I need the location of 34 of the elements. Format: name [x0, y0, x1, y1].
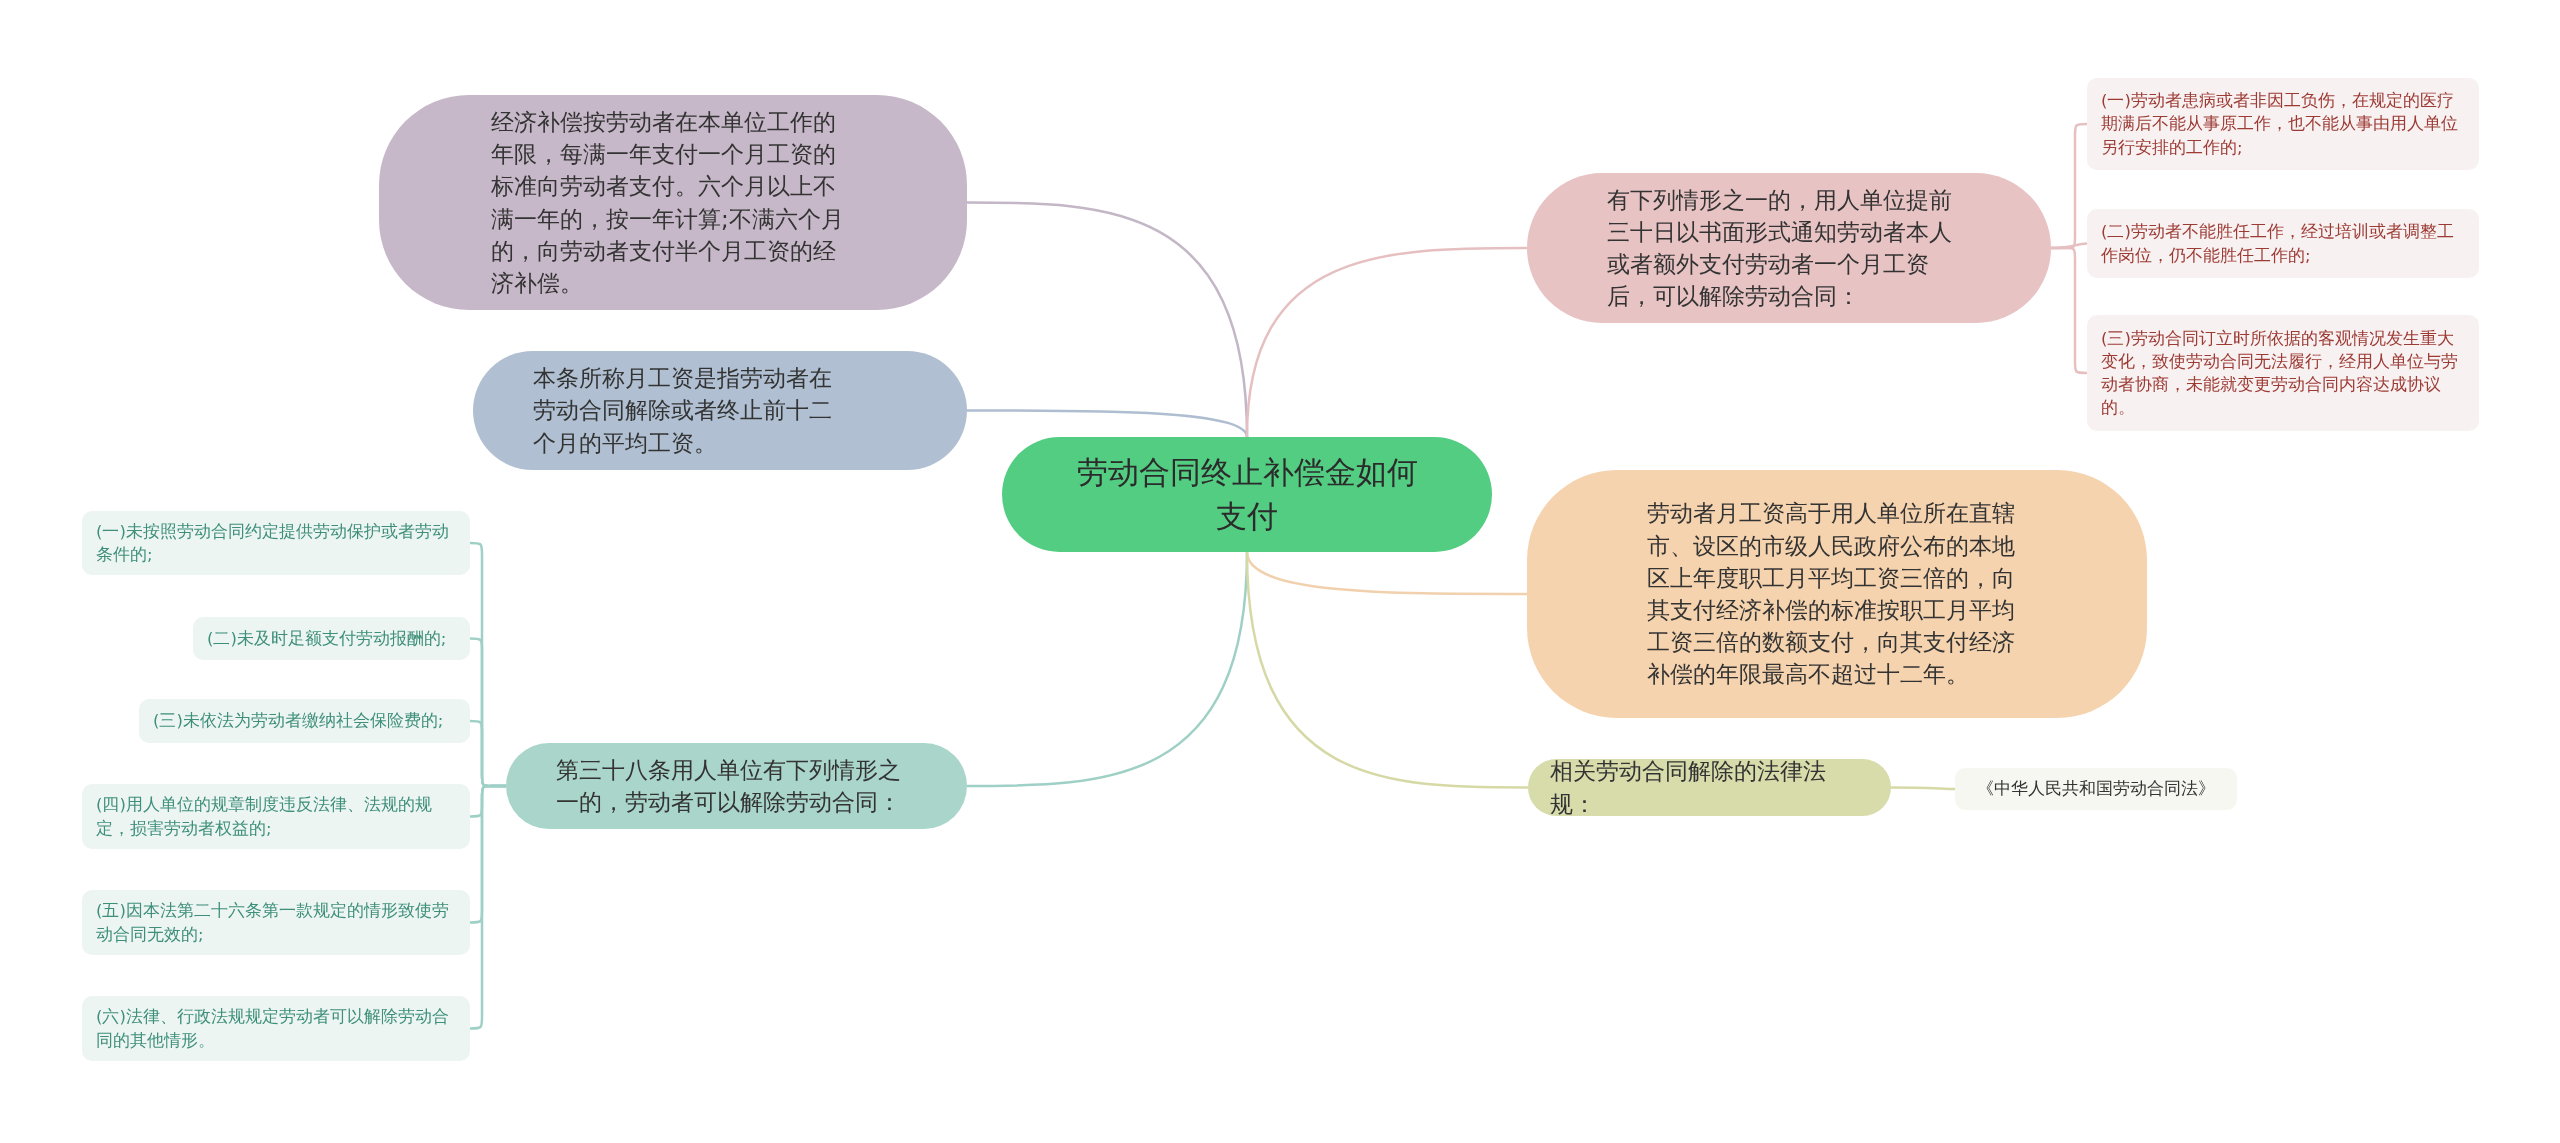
topic-text: (四)用人单位的规章制度违反法律、法规的规定，损害劳动者权益的; — [96, 794, 433, 840]
subtopic-box — [139, 699, 470, 743]
topic-text: (三)劳动合同订立时所依据的客观情况发生重大变化，致使劳动合同无法履行，经用人单位与劳动者协商，未能就变更劳动合同内容达成协议的。 — [2101, 327, 2459, 420]
topic-text: (六)法律、行政法规规定劳动者可以解除劳动合同的其他情形。 — [96, 1006, 450, 1052]
subtopic-box — [2087, 315, 2479, 431]
subtopic-box — [82, 784, 470, 849]
topic-text: 本条所称月工资是指劳动者在劳动合同解除或者终止前十二个月的平均工资。 — [533, 364, 833, 458]
topic-text: 相关劳动合同解除的法律法规： — [1550, 757, 1827, 819]
subtopic-box — [193, 617, 470, 660]
subtopic-box — [2087, 78, 2479, 170]
reference-box — [1955, 768, 2237, 810]
topic-text: 经济补偿按劳动者在本单位工作的年限，每满一年支付一个月工资的标准向劳动者支付。六个月以上不满一年的，按一年计算;不满六个月的，向劳动者支付半个月工资的经济补偿。 — [491, 107, 845, 298]
topic-text: 有下列情形之一的，用人单位提前三十日以书面形式通知劳动者本人或者额外支付劳动者一个月工资后，可以解除劳动合同： — [1607, 185, 1953, 312]
topic-text: (二)未及时足额支付劳动报酬的; — [207, 627, 447, 650]
subtopic-box — [82, 890, 470, 955]
subtopic-box — [82, 511, 470, 575]
subtopic-box — [82, 996, 470, 1061]
connector-line — [967, 409, 1249, 438]
topic-text: (一)未按照劳动合同约定提供劳动保护或者劳动条件的; — [96, 520, 450, 566]
topic-text: 劳动者月工资高于用人单位所在直辖市、设区的市级人民政府公布的本地区上年度职工月平均工资三倍的，向其支付经济补偿的标准按职工月平均工资三倍的数额支付，向其支付经济补偿的年限最高不超过十二年。 — [1647, 499, 2016, 690]
connector-line — [1245, 551, 1527, 596]
subtopic-box — [2087, 209, 2479, 278]
topic-text: 《中华人民共和国劳动合同法》 — [1977, 777, 2215, 801]
topic-text: (五)因本法第二十六条第一款规定的情形致使劳动合同无效的; — [96, 900, 450, 946]
connector-line — [1891, 786, 1955, 791]
topic-text: (一)劳动者患病或者非因工负伤，在规定的医疗期满后不能从事原工作，也不能从事由用人单位另行安排的工作的; — [2101, 90, 2459, 159]
topic-text: 劳动合同终止补偿金如何支付 — [1075, 453, 1419, 536]
topic-text: (二)劳动者不能胜任工作，经过培训或者调整工作岗位，仍不能胜任工作的; — [2101, 221, 2455, 267]
topic-box — [1528, 759, 1891, 816]
connector-line — [1245, 246, 1527, 438]
connector-line — [2051, 246, 2087, 375]
connector-line — [1245, 551, 1528, 789]
topic-text: (三)未依法为劳动者缴纳社会保险费的; — [153, 710, 444, 733]
topic-text: 第三十八条用人单位有下列情形之一的，劳动者可以解除劳动合同： — [556, 755, 902, 817]
